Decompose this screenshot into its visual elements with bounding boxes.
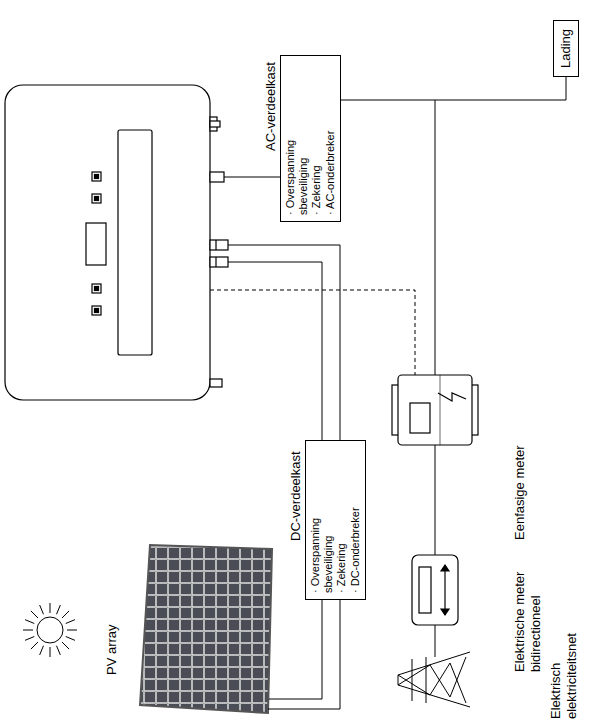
meter-signal-line bbox=[210, 290, 415, 375]
box-text: · Zekering bbox=[335, 497, 348, 593]
box-text: · Overspanning sbeveiliging bbox=[284, 119, 310, 215]
load-box: Lading bbox=[553, 20, 579, 77]
box-heading: DC-verdeelkast bbox=[288, 451, 304, 541]
sun-symbol bbox=[23, 603, 77, 657]
ac-wire bbox=[224, 177, 280, 178]
ac-distribution-box: AC-verdeelkast· Overspanning sbeveiligin… bbox=[280, 55, 341, 222]
grid-caption: Elektrisch elektriciteitsnet bbox=[548, 609, 579, 719]
pv-label: PV array bbox=[104, 624, 120, 675]
meter-caption: Eenfasige meter bbox=[512, 445, 528, 540]
single-phase-meter bbox=[392, 375, 478, 445]
box-text: · DC-onderbreker bbox=[349, 497, 362, 593]
box-text: · Zekering bbox=[310, 119, 323, 215]
power-pylon bbox=[398, 652, 470, 707]
bidirectional-meter bbox=[412, 555, 458, 625]
box-heading: AC-verdeelkast bbox=[263, 62, 279, 151]
pv-panel bbox=[140, 545, 272, 713]
dc-distribution-box: DC-verdeelkast· Overspanning sbeveiligin… bbox=[305, 440, 366, 600]
inverter bbox=[5, 85, 228, 400]
meter-caption: Elektrische meter bidirectioneel bbox=[512, 560, 543, 672]
box-text: Lading bbox=[558, 29, 574, 68]
box-text: · AC-onderbreker bbox=[324, 119, 337, 215]
connector bbox=[341, 77, 566, 100]
box-text: · Overspanning sbeveiliging bbox=[309, 497, 335, 593]
